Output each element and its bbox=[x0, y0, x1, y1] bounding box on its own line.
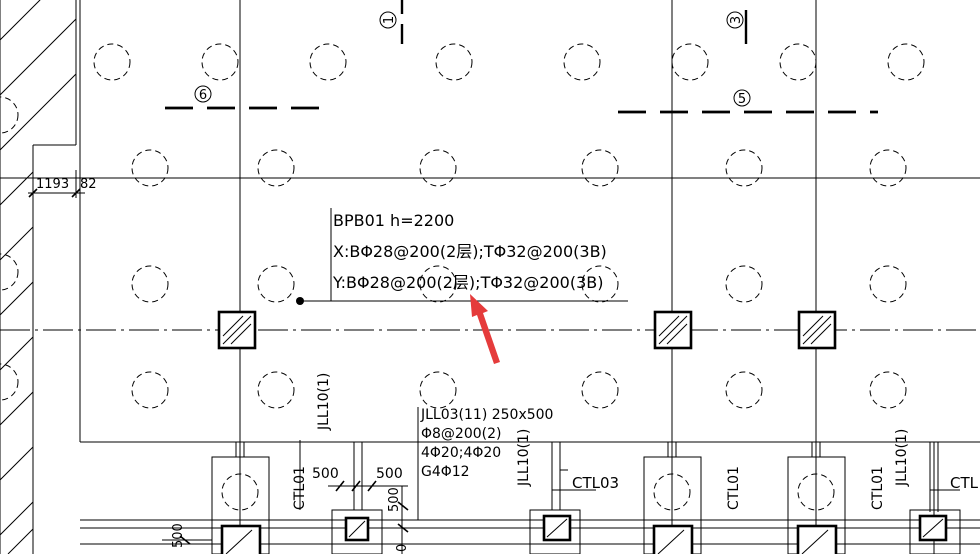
beam-jll10-b: JLL10(1) bbox=[516, 429, 532, 487]
pile-cap-1 bbox=[211, 456, 270, 554]
axis-label-5: 5 bbox=[738, 92, 746, 107]
dim-500-a: 500 bbox=[312, 466, 339, 482]
pile-cap-3 bbox=[787, 456, 846, 554]
dim-500-d: 500 bbox=[171, 523, 186, 548]
beam-jll03-line4: G4Φ12 bbox=[421, 464, 470, 480]
column-left bbox=[217, 310, 257, 350]
dim-1193: 1193 bbox=[36, 177, 69, 192]
slab-outline bbox=[79, 0, 980, 443]
axis-markers: 6 5 1 3 bbox=[194, 11, 751, 107]
slab-leader bbox=[296, 208, 628, 305]
beam-jll10-a: JLL10(1) bbox=[316, 373, 332, 431]
slab-label-line2: X:BΦ28@200(2层);TΦ32@200(3B) bbox=[333, 242, 607, 261]
beam-jll03-line1: JLL03(11) 250x500 bbox=[420, 407, 553, 423]
pile-circles bbox=[0, 43, 925, 409]
cap-ctl-partial: CTL bbox=[950, 474, 979, 492]
hatched-wall-left bbox=[0, 0, 77, 554]
cap-ctl01-b: CTL01 bbox=[726, 466, 742, 510]
dimension-1193: 1193 82 bbox=[28, 170, 97, 198]
dimension-500-group bbox=[162, 480, 409, 554]
red-annotation-arrow bbox=[470, 294, 500, 364]
cap-ctl01-c: CTL01 bbox=[870, 466, 886, 510]
column-mid bbox=[653, 310, 693, 350]
pile-cap-2 bbox=[643, 456, 702, 554]
dim-0: 0 bbox=[395, 544, 410, 552]
beam-jll10-c: JLL10(1) bbox=[894, 429, 910, 487]
section-cut-lines bbox=[165, 0, 878, 114]
axis-label-1: 1 bbox=[382, 16, 397, 24]
axis-label-3: 3 bbox=[729, 16, 744, 24]
beam-leaders bbox=[299, 407, 960, 520]
cap-ctl03: CTL03 bbox=[572, 474, 619, 492]
axis-label-6: 6 bbox=[199, 88, 207, 103]
beam-jll03-line3: 4Φ20;4Φ20 bbox=[421, 445, 501, 461]
beam-jll03-line2: Φ8@200(2) bbox=[421, 426, 501, 442]
slab-label-line3: Y:BΦ28@200(2层);TΦ32@200(3B) bbox=[332, 273, 603, 292]
dim-82: 82 bbox=[80, 177, 97, 192]
dim-500-c: 500 bbox=[387, 487, 402, 512]
dim-500-b: 500 bbox=[376, 466, 403, 482]
pile-cap-5 bbox=[529, 509, 581, 554]
slab-label-line1: BPB01 h=2200 bbox=[333, 211, 454, 230]
cap-ctl01-a: CTL01 bbox=[292, 466, 308, 510]
column-right bbox=[797, 310, 837, 350]
pile-cap-4 bbox=[331, 509, 383, 554]
pile-cap-6 bbox=[909, 509, 961, 554]
